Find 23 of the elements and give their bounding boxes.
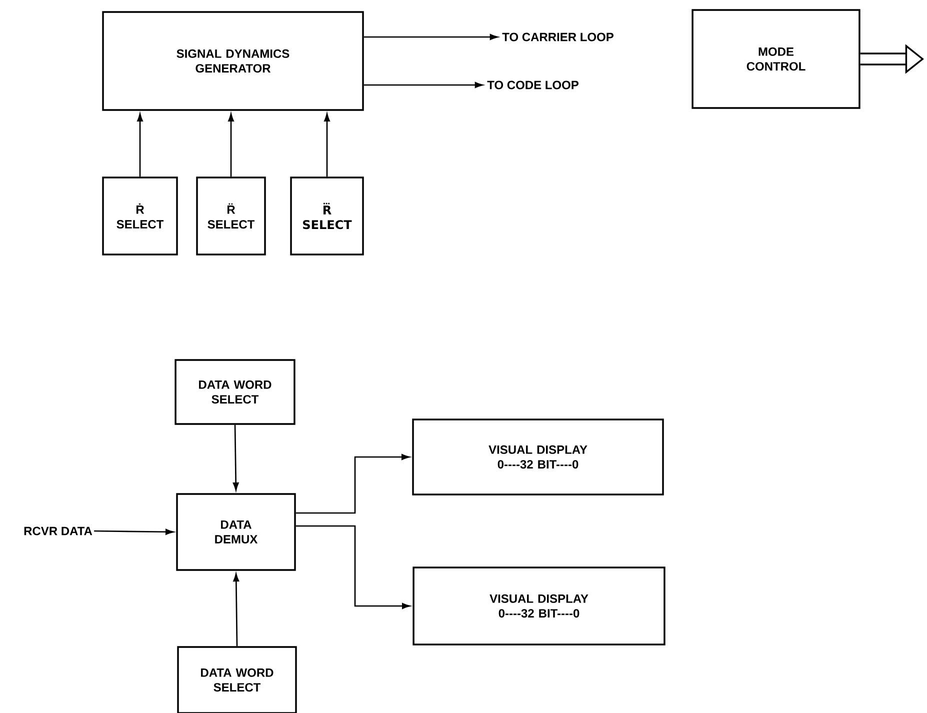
process-box: R̈ SELECT <box>196 176 266 256</box>
signal-label: RCVR DATA <box>24 526 92 536</box>
process-box: DATA DEMUX <box>176 493 296 571</box>
process-box: DATA WORD SELECT <box>177 646 297 713</box>
process-box: VISUAL DISPLAY 0----32 BIT----0 <box>412 566 666 646</box>
process-box: DATA WORD SELECT <box>174 359 296 425</box>
arrow <box>296 525 410 609</box>
arrow <box>233 573 240 646</box>
arrow <box>324 113 330 177</box>
arrow <box>228 113 234 177</box>
signal-label: TO CARRIER LOOP <box>502 32 614 42</box>
arrow <box>364 34 498 40</box>
process-box: SIGNAL DYNAMICS GENERATOR <box>102 11 364 111</box>
arrow <box>137 113 143 177</box>
arrow <box>94 528 174 535</box>
process-box: MODE CONTROL <box>692 9 860 109</box>
signal-label: TO CODE LOOP <box>487 80 578 90</box>
arrow <box>232 424 239 491</box>
arrow <box>364 82 483 88</box>
arrow <box>296 454 410 514</box>
process-box: Ṙ SELECT <box>102 176 178 256</box>
process-box: R⃛ SELECT <box>290 176 364 256</box>
process-box: VISUAL DISPLAY 0----32 BIT----0 <box>412 418 664 496</box>
